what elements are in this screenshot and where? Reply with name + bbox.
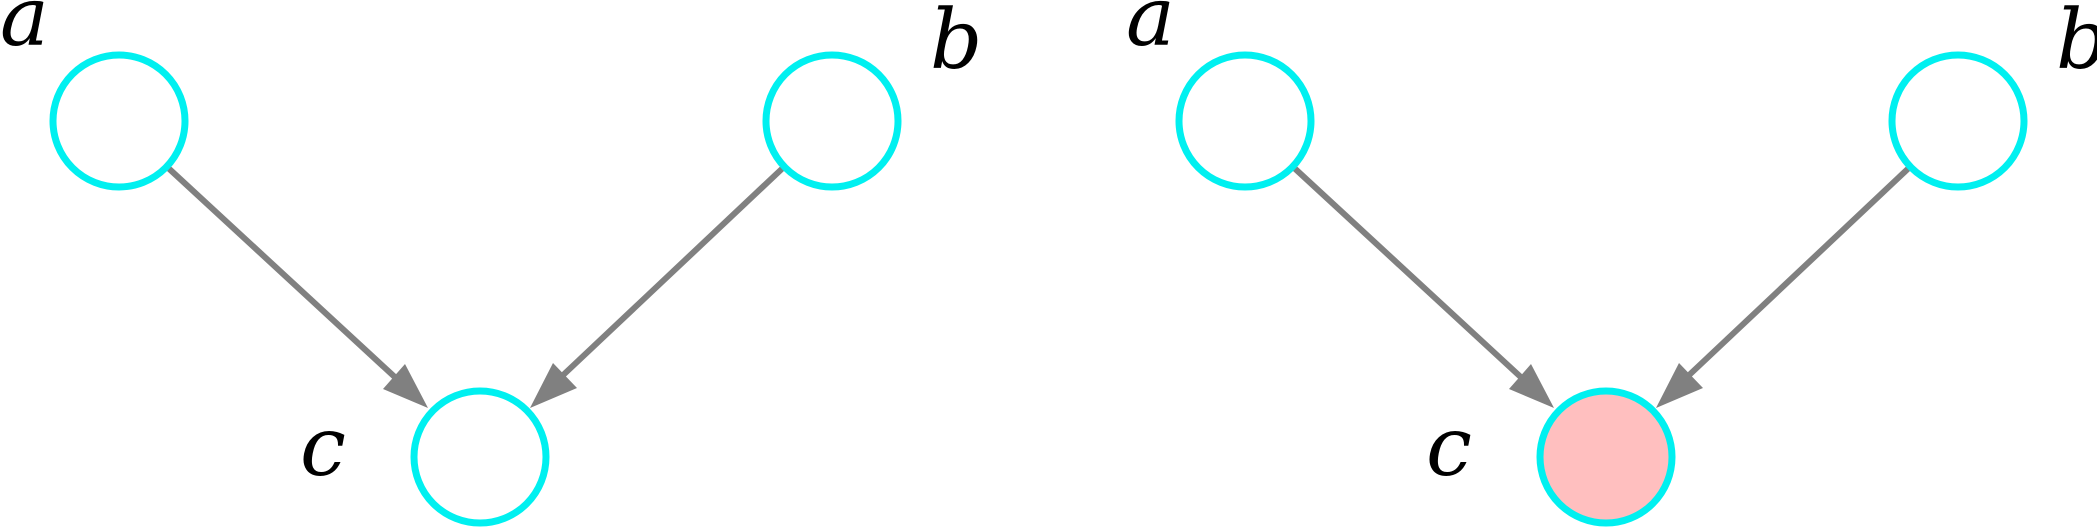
node-a-right [1175, 51, 1315, 191]
label-b-left: b [930, 0, 983, 88]
node-c-right-observed [1536, 387, 1676, 527]
edge-b-to-c-right [1683, 162, 1915, 381]
label-b-right: b [2056, 0, 2097, 88]
node-b-right [1888, 51, 2028, 191]
arrowhead-b-to-c-right [1656, 363, 1703, 408]
label-a-left: a [0, 0, 49, 65]
graph-right: a b c [1126, 0, 2097, 527]
node-a-left [49, 51, 189, 191]
edge-b-to-c-left [557, 162, 789, 381]
arrowhead-a-to-c-left [383, 364, 428, 408]
node-b-left [762, 51, 902, 191]
edge-a-to-c-left [162, 162, 401, 383]
label-a-right: a [1126, 0, 1175, 65]
arrowhead-b-to-c-left [530, 363, 577, 408]
arrowhead-a-to-c-right [1509, 364, 1554, 408]
graph-left: a b c [0, 0, 983, 527]
edge-a-to-c-right [1288, 162, 1527, 383]
label-c-left: c [300, 400, 346, 495]
node-c-left [410, 387, 550, 527]
label-c-right: c [1426, 400, 1472, 495]
